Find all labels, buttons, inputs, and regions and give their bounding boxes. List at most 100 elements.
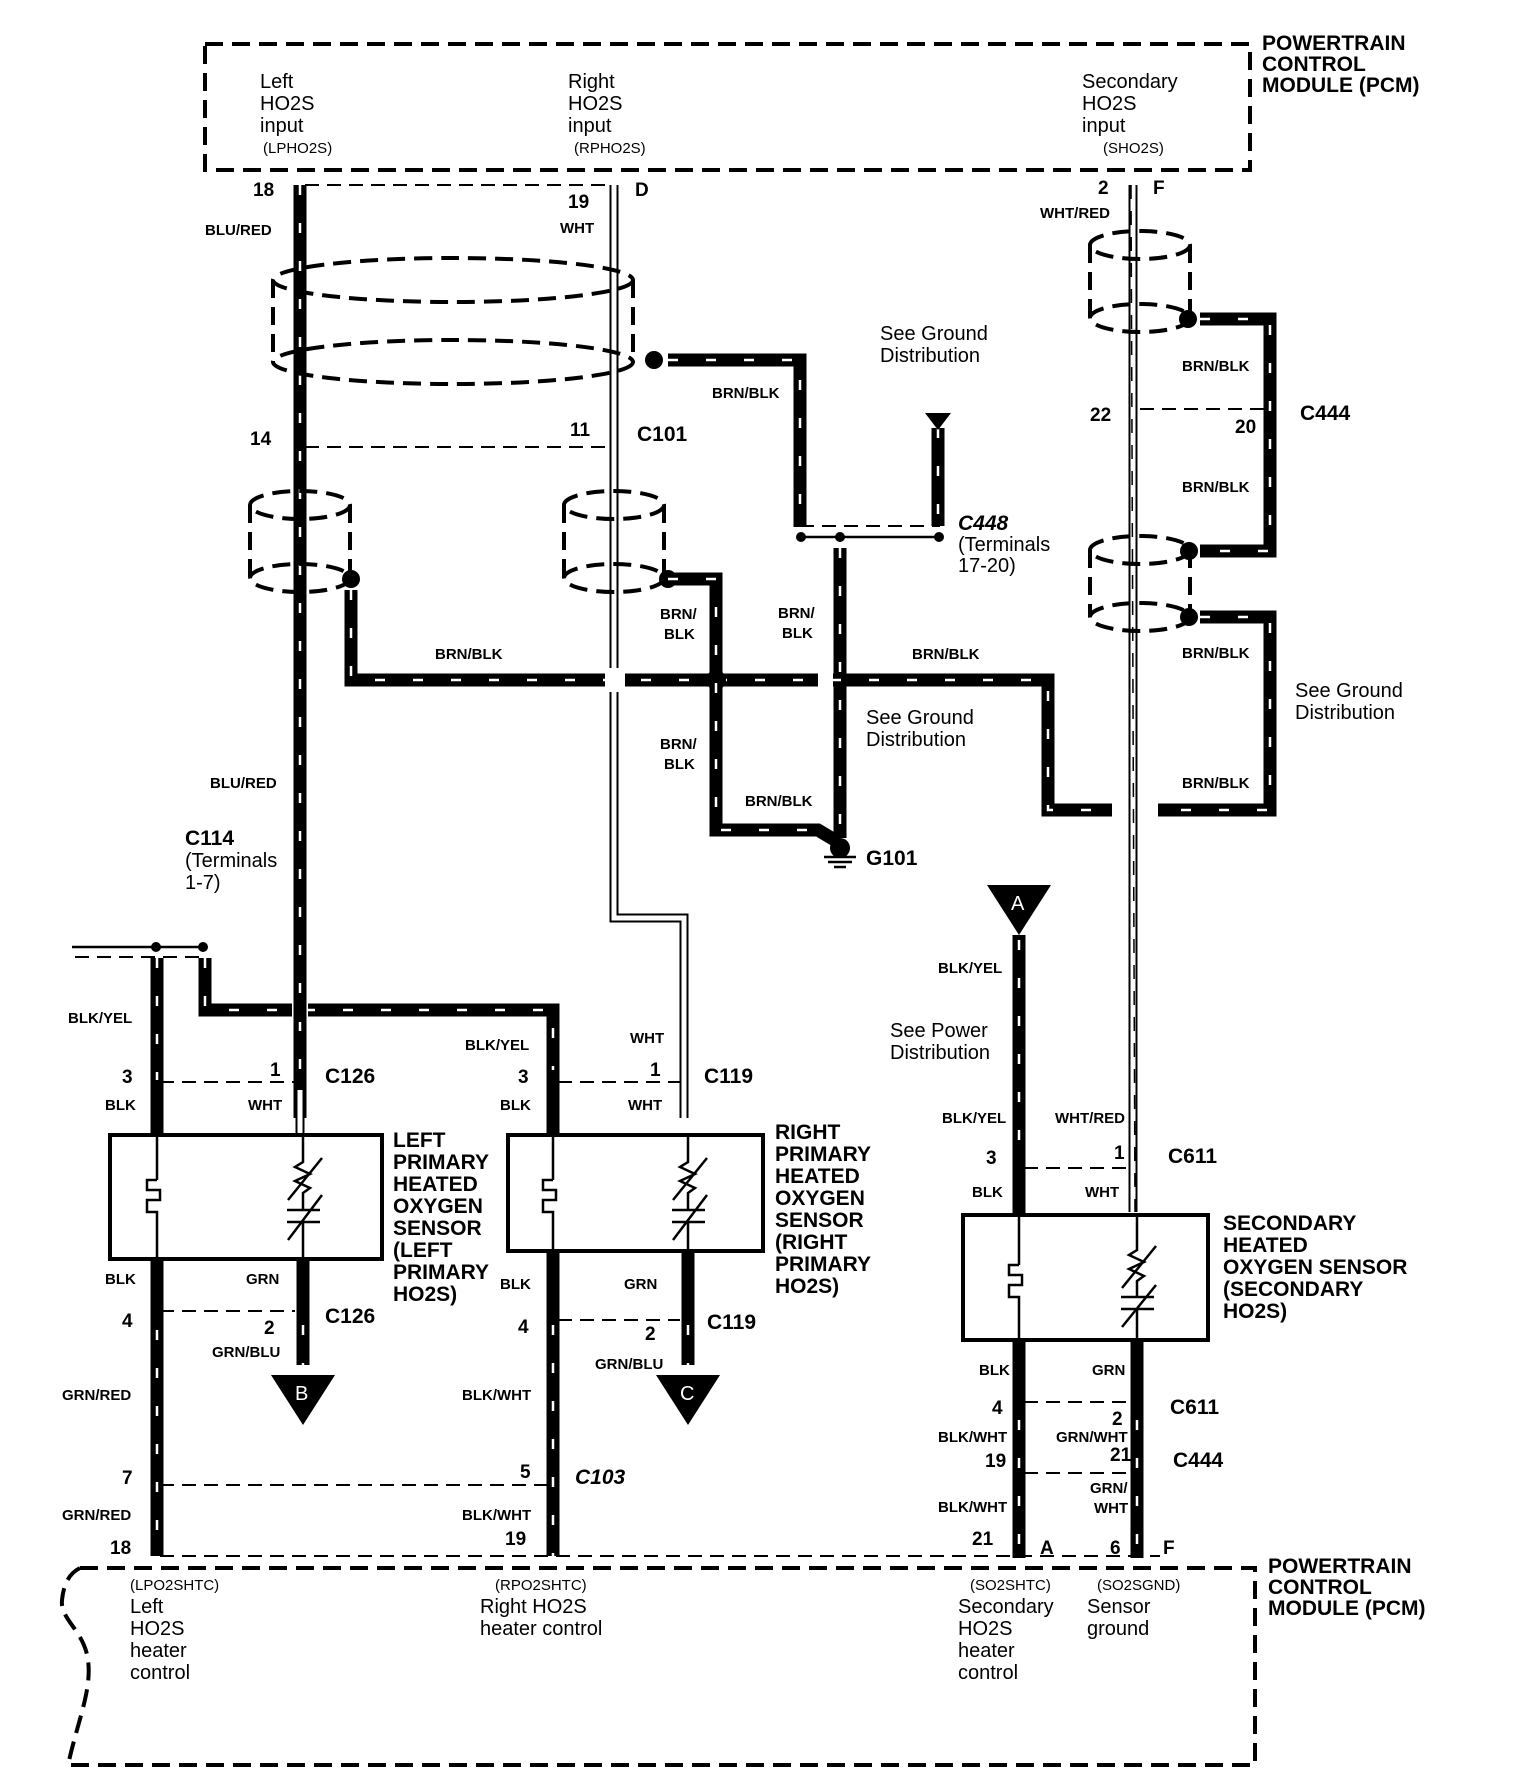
lpo2shtc-line3: heater [130, 1640, 187, 1662]
label-wht-red-sec: WHT/RED [1055, 1110, 1125, 1127]
label-grn-slash: GRN/ [1090, 1480, 1128, 1497]
c126-pin-1: 1 [270, 1060, 281, 1081]
rpho2s-label-2: HO2S [568, 93, 622, 115]
label-blk-r1: BLK [500, 1097, 531, 1114]
label-brn-6a: BRN/ [660, 736, 697, 753]
c448-note-1: (Terminals [958, 534, 1050, 556]
right-sensor-label-4: OXYGEN [775, 1187, 865, 1210]
label-blu-red-mid: BLU/RED [210, 775, 277, 792]
left-sensor-label-6: (LEFT [393, 1239, 453, 1262]
see-ground-1-line1: See Ground [880, 323, 988, 345]
left-sensor-label-8: HO2S) [393, 1283, 457, 1306]
rpho2s-label-1: Right [568, 71, 615, 93]
secondary-sensor-body [961, 1213, 1210, 1342]
lpo2shtc-line1: Left [130, 1596, 164, 1618]
label-grn-red-1: GRN/RED [62, 1387, 131, 1404]
label-wht-s2: WHT [1094, 1500, 1128, 1517]
secondary-ho2s: A BLK/YEL See Power Distribution BLK/YEL… [890, 885, 1407, 1558]
lpo2shtc-code: (LPO2SHTC) [130, 1577, 219, 1594]
label-brn-5a: BRN/ [660, 606, 697, 623]
c119-pin-2: 2 [645, 1324, 656, 1345]
see-ground-1-line2: Distribution [880, 345, 980, 367]
right-sensor-label-5: SENSOR [775, 1209, 864, 1232]
label-grn-l2: GRN [246, 1271, 279, 1288]
so2shtc-line2: HO2S [958, 1618, 1012, 1640]
shield-left [248, 489, 360, 594]
c448-note-2: 17-20) [958, 555, 1016, 577]
rpo2shtc-line2: heater control [480, 1618, 602, 1640]
pin-6-bottom: 6 [1110, 1538, 1121, 1559]
c611-top-label: C611 [1168, 1145, 1217, 1168]
c119-pin-1: 1 [650, 1060, 661, 1081]
see-power-line1: See Power [890, 1020, 988, 1042]
c103-label: C103 [575, 1466, 626, 1489]
c119-bot-label: C119 [707, 1311, 756, 1334]
rpho2s-label-3: input [568, 115, 612, 137]
label-grn-r2: GRN [624, 1276, 657, 1293]
c103-pin-5: 5 [520, 1462, 531, 1483]
shield-right [562, 489, 677, 594]
pin-19-top: 19 [568, 192, 589, 213]
offpage-c-icon [656, 1375, 720, 1425]
sec-sensor-label-3: OXYGEN SENSOR [1223, 1256, 1407, 1279]
so2shtc-line4: control [958, 1662, 1018, 1684]
pcm-bottom-boundary [59, 1566, 1257, 1767]
c114-label: C114 [185, 827, 234, 850]
right-sensor-label-6: (RIGHT [775, 1231, 847, 1254]
lpo2shtc-line2: HO2S [130, 1618, 184, 1640]
so2sgnd-code: (SO2SGND) [1097, 1577, 1180, 1594]
c114-note-2: 1-7) [185, 872, 221, 894]
rpo2shtc-code: (RPO2SHTC) [495, 1577, 587, 1594]
pin-2-top: 2 [1098, 178, 1109, 199]
label-brn-blk-7: BRN/BLK [745, 793, 813, 810]
label-brn-2a: BRN/ [778, 605, 815, 622]
pcm-top-title-3: MODULE (PCM) [1262, 74, 1419, 97]
connector-f-top: F [1153, 178, 1165, 199]
heater-element-icon [541, 1135, 558, 1251]
connector-c103: 7 5 C103 GRN/RED BLK/WHT [62, 1462, 626, 1524]
label-brn-blk-8: BRN/BLK [1182, 358, 1250, 375]
label-wht-r1: WHT [628, 1097, 662, 1114]
c126-pin-2: 2 [264, 1318, 275, 1339]
c611-bot-label: C611 [1170, 1396, 1219, 1419]
so2shtc-code: (SO2SHTC) [970, 1577, 1051, 1594]
left-sensor-label-7: PRIMARY [393, 1261, 489, 1284]
c444-pin-21: 21 [1110, 1445, 1132, 1466]
heater-element-icon [1007, 1215, 1024, 1340]
label-grn-s2: GRN [1092, 1362, 1125, 1379]
connector-a-bottom: A [1040, 1538, 1054, 1559]
sho2s-label-3: input [1082, 115, 1126, 137]
pcm-top-title-2: CONTROL [1262, 53, 1366, 76]
c611-pin-2: 2 [1112, 1409, 1123, 1430]
c126-bot-label: C126 [325, 1305, 375, 1328]
pin-19-bottom: 19 [505, 1529, 526, 1550]
lpho2s-label-3: input [260, 115, 304, 137]
label-grn-wht-s1: GRN/WHT [1056, 1429, 1128, 1446]
c126-top-label: C126 [325, 1065, 375, 1088]
right-sensor-label-1: RIGHT [775, 1121, 841, 1144]
left-sensor-label-4: OXYGEN [393, 1195, 483, 1218]
lpo2shtc-line4: control [130, 1662, 190, 1684]
ground-icon [824, 838, 856, 869]
pcm-top-boundary [203, 42, 1252, 172]
see-ground-3-line1: See Ground [1295, 680, 1403, 702]
label-blk-6b: BLK [664, 756, 695, 773]
label-wht-c119-top: WHT [630, 1030, 664, 1047]
left-sensor-label-3: HEATED [393, 1173, 478, 1196]
pin-21-bottom: 21 [972, 1529, 994, 1550]
g101-label: G101 [866, 847, 918, 870]
right-sensor-body [506, 1133, 765, 1253]
label-wht-top: WHT [560, 220, 594, 237]
see-ground-3-line2: Distribution [1295, 702, 1395, 724]
c444-top-label: C444 [1300, 402, 1351, 425]
right-primary-ho2s: 3 1 C119 BLK WHT RIGHT PRIMARY HEATED OX… [462, 1060, 871, 1556]
heater-element-icon [145, 1135, 162, 1259]
pcm-bottom-title-3: MODULE (PCM) [1268, 1597, 1425, 1620]
label-brn-blk-1: BRN/BLK [712, 385, 780, 402]
lpho2s-label-2: HO2S [260, 93, 314, 115]
c119-pin-3: 3 [518, 1067, 529, 1088]
left-sensor-label-5: SENSOR [393, 1217, 482, 1240]
label-grn-red-2: GRN/RED [62, 1507, 131, 1524]
shield-secondary-bottom [1088, 534, 1198, 633]
